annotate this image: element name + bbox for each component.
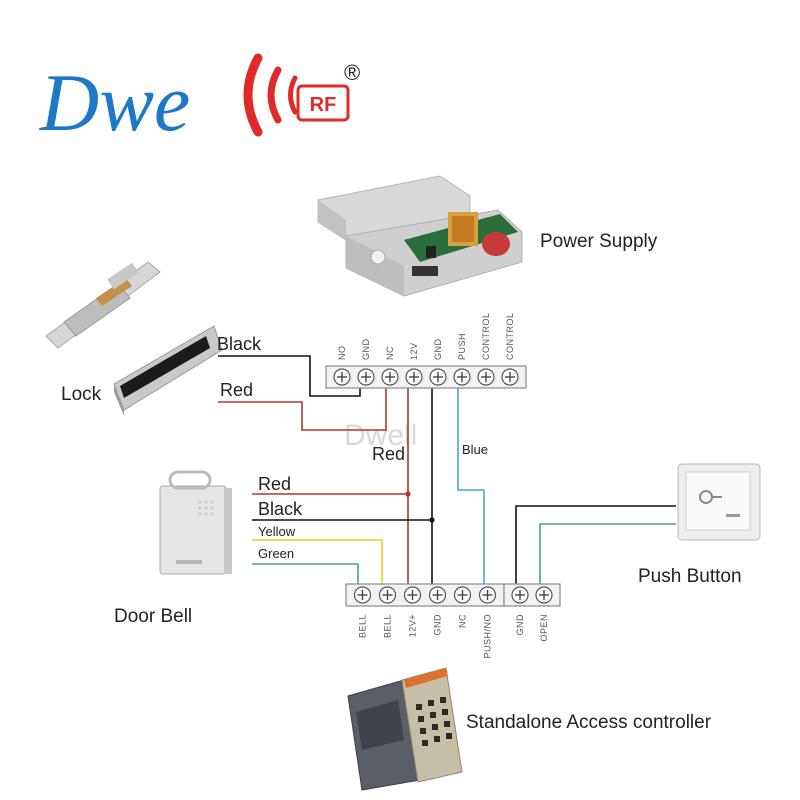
junction-red [405, 491, 411, 497]
wire-label-ps-red: Red [372, 444, 406, 464]
button-terminal-block: GND OPEN [503, 583, 561, 642]
registered-mark: ® [344, 60, 360, 85]
btn-terminal-screw-2 [535, 586, 553, 604]
ps-terminal-screw-1 [333, 368, 351, 386]
ps-terminal-screw-2 [357, 368, 375, 386]
wire-ps-blue [457, 378, 485, 596]
ps-terminal-screw-5 [429, 368, 447, 386]
ctrl-terminal-label-4: GND [433, 614, 443, 636]
ps-terminal-screw-3 [381, 368, 399, 386]
btn-terminal-screw-1 [511, 586, 529, 604]
push-button-image [677, 463, 761, 541]
ctrl-terminal-screw-6 [478, 586, 497, 604]
wire-label-lock-black: Black [217, 334, 262, 354]
ctrl-terminal-label-3: 12V+ [408, 614, 418, 637]
btn-terminal-label-2: OPEN [539, 614, 549, 642]
wire-junctions [405, 491, 435, 523]
btn-terminal-label-1: GND [515, 614, 525, 636]
wire-label-ps-blue: Blue [462, 442, 489, 457]
ctrl-terminal-label-1: BELL [358, 614, 368, 638]
wire-lock-black [218, 355, 361, 397]
ps-terminal-label-2: GND [361, 339, 371, 361]
wire-button-black [515, 505, 676, 596]
rf-badge-frame [296, 84, 350, 122]
ps-terminal-screw-7 [477, 368, 495, 386]
ctrl-terminal-label-2: BELL [383, 614, 393, 638]
ctrl-terminal-screw-1 [353, 586, 372, 604]
ctrl-terminal-screw-5 [453, 586, 472, 604]
wire-label-bell-red: Red [258, 474, 292, 494]
logo-text: Dwe [39, 57, 190, 148]
wire-bell-green [252, 563, 359, 596]
power-supply-label: Power Supply [540, 231, 658, 252]
wire-label-bell-black: Black [258, 499, 303, 519]
ctrl-terminal-screw-3 [403, 586, 422, 604]
ps-terminal-screw-4 [405, 368, 423, 386]
wire-bell-yellow [252, 539, 383, 596]
electric-bolt-lock-image [45, 261, 161, 349]
wire-lock-red [218, 378, 387, 431]
ps-terminal-label-5: GND [433, 339, 443, 361]
ps-terminal-frame [325, 365, 527, 389]
wire-button-green [539, 523, 676, 596]
push-button-label: Push Button [638, 566, 742, 587]
ps-terminal-label-7: CONTROL [481, 312, 491, 360]
wires [218, 355, 676, 596]
rf-waves-icon [240, 53, 298, 137]
controller-terminal-block: BELL BELL 12V+ GND NC PUSH/NO [345, 583, 505, 659]
wire-label-bell-yellow: Yellow [258, 524, 296, 539]
ctrl-terminal-label-6: PUSH/NO [483, 614, 493, 659]
ps-terminal-label-3: NC [385, 346, 395, 360]
ps-terminal-screw-6 [453, 368, 471, 386]
watermark-text: Dwell [344, 419, 417, 452]
ps-terminal-label-8: CONTROL [505, 312, 515, 360]
magnetic-lock-image [113, 325, 223, 416]
ctrl-terminal-screw-2 [378, 586, 397, 604]
access-controller-image [347, 667, 463, 791]
wire-label-bell-green: Green [258, 546, 295, 561]
ctrl-terminal-screw-4 [428, 586, 447, 604]
power-supply-image [317, 175, 523, 297]
door-bell-image [159, 470, 232, 575]
ps-terminal-label-4: 12V [409, 342, 419, 360]
ps-terminal-screw-8 [501, 368, 519, 386]
power-supply-terminal-block: NO GND NC 12V GND PUSH CONTROL CONTROL [325, 312, 527, 389]
ctrl-terminal-label-5: NC [458, 614, 468, 628]
access-controller-label: Standalone Access controller [466, 712, 712, 733]
lock-label: Lock [61, 384, 102, 405]
wire-label-lock-red: Red [220, 380, 254, 400]
brand-logo: Dwe RF ® [39, 53, 360, 148]
junction-black [429, 517, 435, 523]
door-bell-label: Door Bell [114, 606, 193, 627]
ps-terminal-label-6: PUSH [457, 333, 467, 360]
ps-terminal-label-1: NO [337, 346, 347, 361]
rf-badge-text: RF [310, 94, 337, 116]
